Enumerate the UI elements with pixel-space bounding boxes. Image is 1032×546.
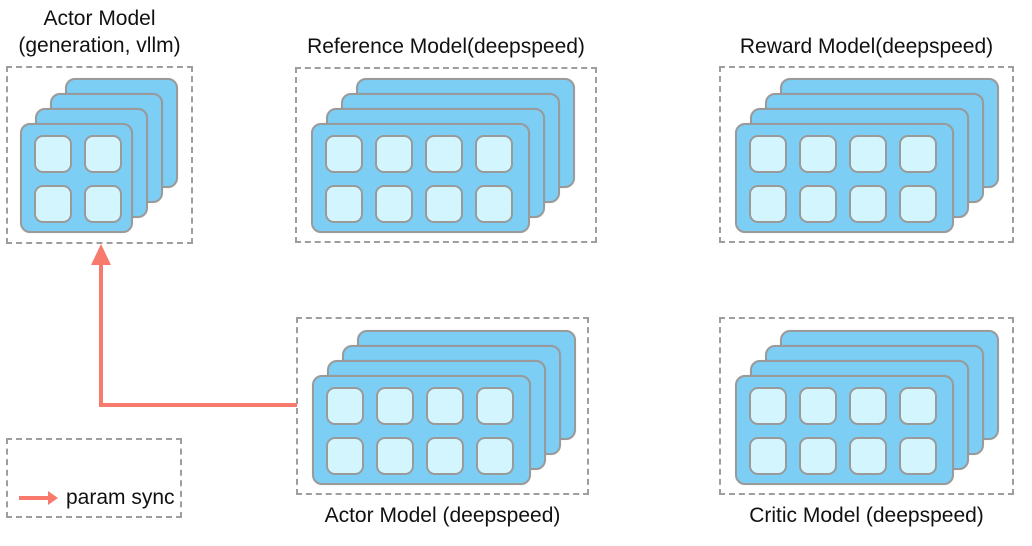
gpu-tile [849, 387, 887, 425]
gpu-tile [799, 135, 837, 173]
gpu-tile [799, 437, 837, 475]
gpu-tile [376, 387, 414, 425]
group-title-reward-model: Reward Model(deepspeed) [739, 35, 994, 58]
gpu-tile [749, 185, 787, 223]
group-title-actor-deepspeed: Actor Model (deepspeed) [324, 504, 561, 527]
gpu-tile [425, 185, 463, 223]
gpu-card [20, 123, 133, 233]
gpu-card-stack [312, 330, 576, 485]
gpu-tile [375, 185, 413, 223]
group-box-critic-model [719, 317, 1014, 495]
gpu-tile [84, 185, 122, 223]
gpu-tile [34, 135, 72, 173]
gpu-tile [849, 135, 887, 173]
gpu-tile [426, 437, 464, 475]
gpu-card-stack [735, 78, 999, 233]
gpu-tile [475, 135, 513, 173]
gpu-tile [325, 135, 363, 173]
gpu-tile [325, 185, 363, 223]
param-sync-arrow-horizontal-segment [101, 403, 297, 407]
gpu-tile [376, 437, 414, 475]
param-sync-arrow-vertical-segment [99, 261, 103, 407]
param-sync-arrowhead-icon [48, 491, 58, 505]
gpu-tile [799, 185, 837, 223]
gpu-card [312, 375, 531, 485]
gpu-tile [475, 185, 513, 223]
gpu-tile-grid [313, 125, 528, 233]
group-title-critic-model: Critic Model (deepspeed) [749, 504, 984, 527]
gpu-tile-grid [737, 125, 952, 233]
gpu-card [735, 123, 954, 233]
gpu-tile [849, 185, 887, 223]
gpu-card-stack [735, 330, 999, 485]
gpu-tile-grid [737, 377, 952, 485]
group-title-reference-model: Reference Model(deepspeed) [307, 35, 585, 58]
legend-label: param sync [66, 486, 175, 509]
gpu-tile [375, 135, 413, 173]
param-sync-arrow-icon [19, 496, 48, 500]
group-box-actor-vllm [6, 66, 193, 244]
gpu-card [735, 375, 954, 485]
group-box-actor-deepspeed [296, 317, 589, 495]
gpu-tile [899, 135, 937, 173]
gpu-tile [425, 135, 463, 173]
gpu-tile [899, 437, 937, 475]
gpu-tile [849, 437, 887, 475]
gpu-tile [84, 135, 122, 173]
gpu-tile [899, 387, 937, 425]
legend-row: param sync [19, 485, 175, 511]
gpu-tile [749, 135, 787, 173]
gpu-tile [476, 387, 514, 425]
gpu-card [311, 123, 530, 233]
param-sync-arrow-head-icon [91, 244, 111, 265]
gpu-tile [749, 437, 787, 475]
gpu-tile [749, 387, 787, 425]
gpu-tile-grid [22, 125, 131, 233]
legend-box [6, 438, 182, 518]
gpu-tile [326, 387, 364, 425]
group-title-actor-vllm: Actor Model (generation, vllm) [18, 7, 181, 57]
gpu-tile [326, 437, 364, 475]
gpu-tile [426, 387, 464, 425]
gpu-tile [799, 387, 837, 425]
gpu-tile [476, 437, 514, 475]
group-box-reference-model [295, 67, 597, 243]
gpu-card-stack [20, 78, 178, 233]
gpu-card-stack [311, 78, 575, 233]
gpu-tile [899, 185, 937, 223]
group-box-reward-model [719, 66, 1014, 243]
gpu-tile [34, 185, 72, 223]
gpu-tile-grid [314, 377, 529, 485]
